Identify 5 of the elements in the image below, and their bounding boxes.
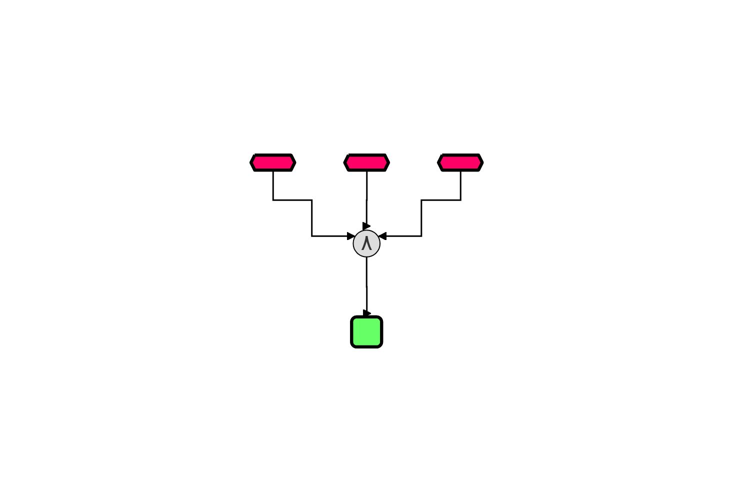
arrow bbox=[362, 256, 372, 318]
arrow bbox=[378, 170, 462, 241]
arrow bbox=[362, 170, 371, 230]
node-circle: ٨ bbox=[352, 230, 380, 258]
arrow bbox=[272, 170, 356, 241]
